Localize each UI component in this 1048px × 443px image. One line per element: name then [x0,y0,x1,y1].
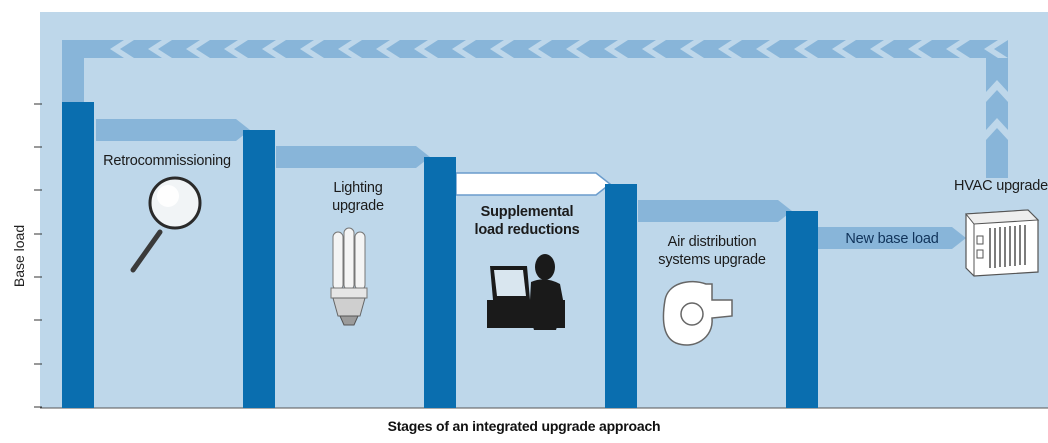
stage-label-new-base-load: New base load [845,231,939,247]
chevron-left-icon [148,40,172,58]
step-arrows [96,119,966,249]
stage-bars [62,102,818,408]
chevron-left-icon [490,40,514,58]
bar-5 [786,211,818,408]
chevron-left-icon [338,40,362,58]
chevron-left-icon [718,40,742,58]
bar-3 [424,157,456,408]
stage-label-lighting: Lighting upgrade [332,180,384,214]
stage-label-retrocommissioning: Retrocommissioning [103,153,231,169]
x-axis-label: Stages of an integrated upgrade approach [387,418,661,434]
chevron-left-icon [794,40,818,58]
y-axis-ticks [34,103,42,408]
step-arrow-2 [276,146,430,168]
chevron-left-icon [566,40,590,58]
chevron-left-icon [224,40,248,58]
chevron-left-icon [756,40,780,58]
person-at-computer-icon [487,254,565,330]
chevron-left-icon [680,40,704,58]
chevron-left-icon [414,40,438,58]
stage-label-supplemental: Supplemental load reductions [474,204,580,238]
chevron-left-icon [946,40,970,58]
chevron-left-icon [300,40,324,58]
bar-4 [605,184,637,408]
fan-blower-icon [662,280,733,346]
chevron-left-icon [604,40,628,58]
chevron-left-icon [528,40,552,58]
chevron-left-icon [262,40,286,58]
upward-chevrons [986,80,1008,140]
chevron-left-icon [452,40,476,58]
feedback-chevrons [110,40,1008,58]
stage-label-hvac: HVAC upgrade [953,178,1048,194]
diagram-background [40,12,1048,408]
step-arrow-3-highlight [455,172,612,196]
chevron-left-icon [908,40,932,58]
chevron-left-icon [376,40,400,58]
chevron-left-icon [110,40,134,58]
step-arrow-4 [638,200,792,222]
step-arrow-1 [96,119,250,141]
cfl-bulb-icon [330,227,368,326]
step-arrow-5 [818,227,966,249]
chevron-left-icon [186,40,210,58]
chevron-left-icon [642,40,666,58]
chevron-left-icon [984,40,1008,58]
magnifying-glass-icon [130,176,202,273]
bar-1 [62,102,94,408]
bar-2 [243,130,275,408]
stage-label-air-distribution: Air distribution systems upgrade [658,234,766,268]
hvac-unit-icon [965,209,1040,277]
chevron-left-icon [832,40,856,58]
chevron-left-icon [870,40,894,58]
y-axis-label: Base load [11,224,27,288]
